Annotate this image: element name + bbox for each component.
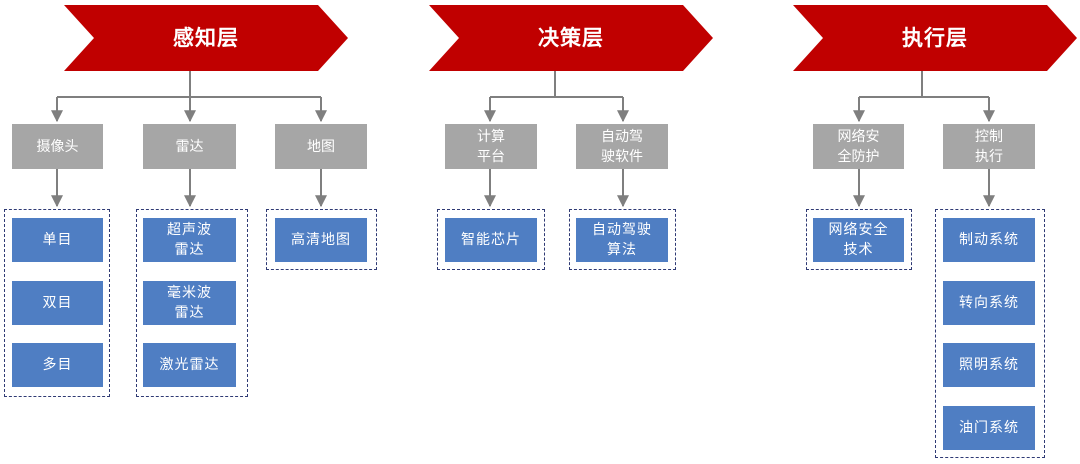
- group-radar-items: [136, 209, 248, 397]
- group-compute-items: [437, 209, 545, 270]
- item-autonomous-algorithm: 自动驾驶 算法: [576, 218, 668, 262]
- item-monocular: 单目: [12, 218, 103, 262]
- group-camera-items: [4, 209, 110, 397]
- banner-execution: [793, 5, 1077, 71]
- category-radar: 雷达: [143, 124, 236, 169]
- layer-title-execution: 执行层: [902, 26, 968, 50]
- category-compute-platform: 计算 平台: [445, 124, 537, 169]
- group-control-items: [935, 209, 1045, 458]
- item-braking-system: 制动系统: [943, 218, 1035, 262]
- item-throttle-system: 油门系统: [943, 406, 1035, 450]
- item-hd-map: 高清地图: [275, 218, 367, 262]
- group-map-items: [266, 209, 377, 270]
- category-autonomous-software: 自动驾 驶软件: [576, 124, 668, 169]
- category-map: 地图: [275, 124, 367, 169]
- item-multi-camera: 多目: [12, 343, 103, 387]
- item-security-tech: 网络安全 技术: [813, 218, 904, 262]
- category-network-security: 网络安 全防护: [813, 124, 904, 169]
- item-ultrasonic-radar: 超声波 雷达: [143, 218, 236, 262]
- item-smart-chip: 智能芯片: [445, 218, 537, 262]
- banner-decision: [429, 5, 713, 71]
- group-software-items: [569, 209, 676, 270]
- item-binocular: 双目: [12, 281, 103, 325]
- item-lighting-system: 照明系统: [943, 343, 1035, 387]
- banner-perception: [64, 5, 348, 71]
- category-control-execution: 控制 执行: [943, 124, 1035, 169]
- category-camera: 摄像头: [12, 124, 103, 169]
- group-security-items: [806, 209, 912, 270]
- item-mmwave-radar: 毫米波 雷达: [143, 281, 236, 325]
- item-steering-system: 转向系统: [943, 281, 1035, 325]
- layer-title-perception: 感知层: [173, 26, 239, 50]
- item-lidar: 激光雷达: [143, 343, 236, 387]
- layer-title-decision: 决策层: [538, 26, 604, 50]
